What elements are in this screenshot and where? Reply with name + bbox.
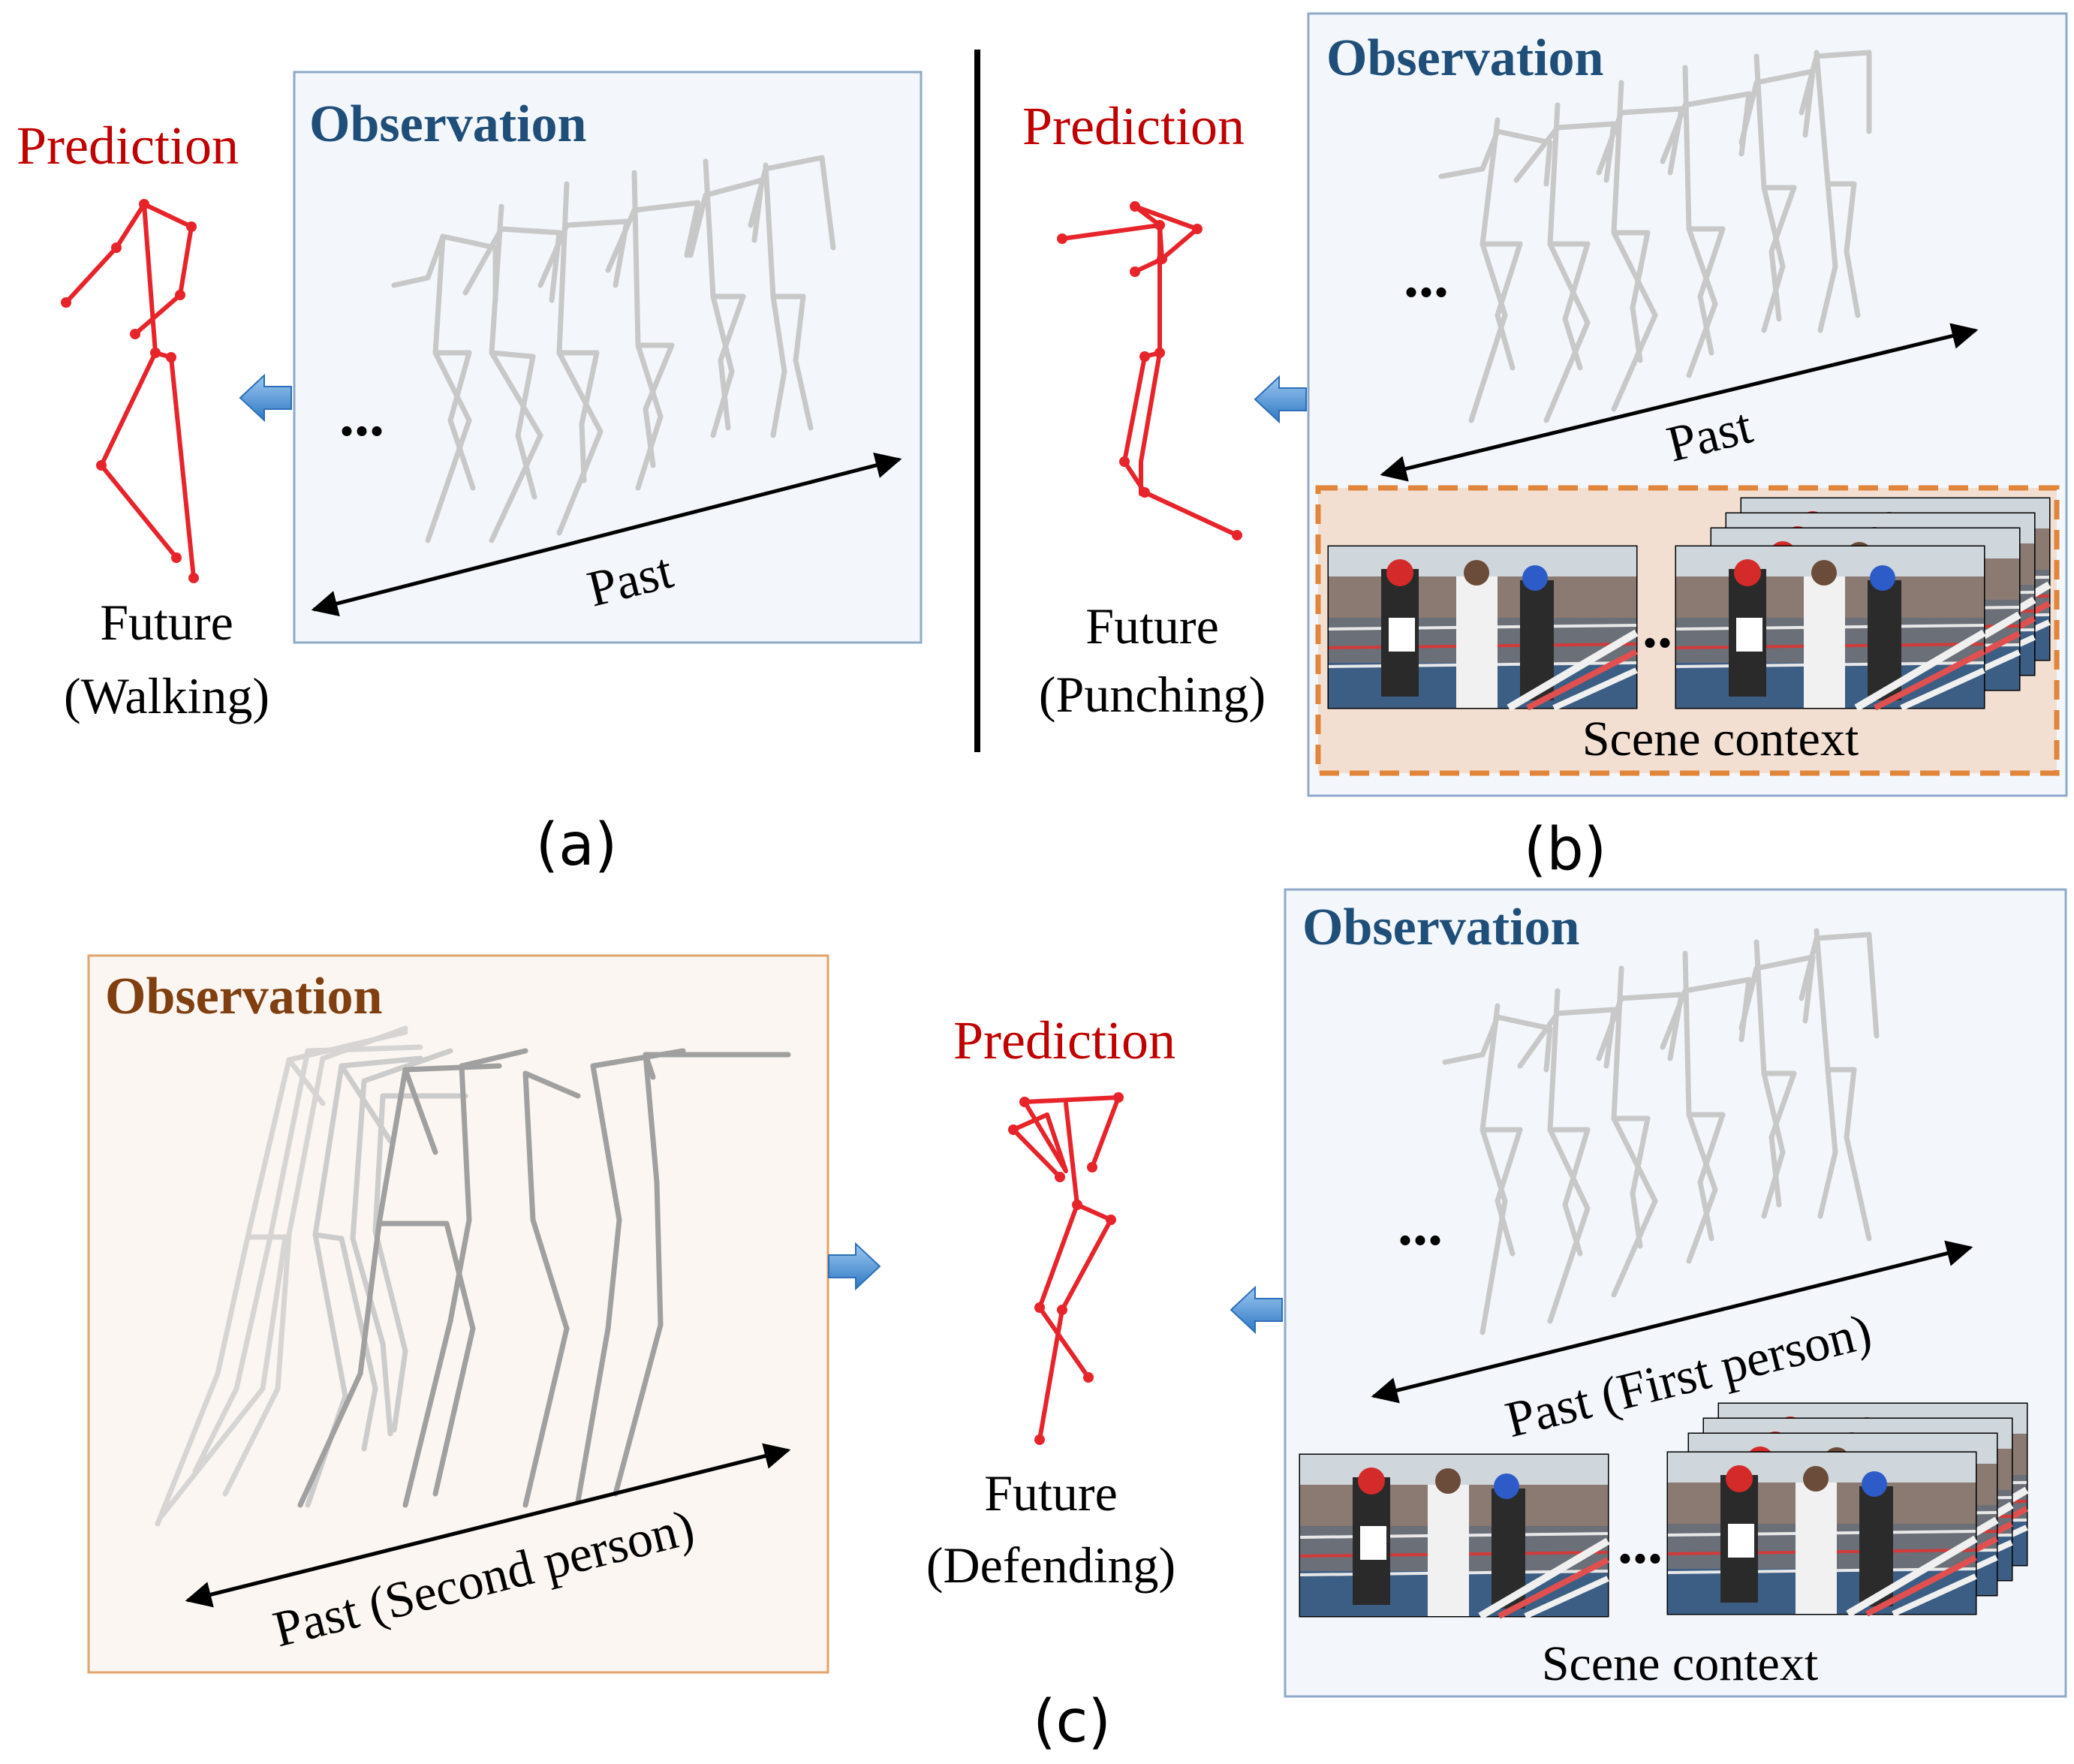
- ellipsis-a: ...: [339, 383, 384, 449]
- scene-context-label-c: Scene context: [1542, 1636, 1818, 1691]
- panel-b: Prediction Future (Punching): [1022, 12, 2068, 884]
- panel-label-c: (c): [1033, 1688, 1111, 1756]
- scene-frame-stack-b: [1676, 498, 2049, 708]
- observed-skeletons-c-first-person: [1442, 928, 1880, 1335]
- future-label-b: Future: [1085, 598, 1219, 655]
- past-arrow-b: [1380, 323, 1979, 482]
- prediction-label-c: Prediction: [953, 1010, 1175, 1070]
- prediction-label-a: Prediction: [17, 116, 239, 176]
- observed-skeletons-a: [391, 155, 836, 543]
- flow-arrow-c-left: [828, 1242, 881, 1291]
- scene-frame-b-1: [1329, 546, 1636, 708]
- future-label-a: Future: [100, 594, 233, 651]
- panel-label-a: (a): [536, 811, 618, 879]
- scene-frame-c-1: [1300, 1455, 1608, 1616]
- ellipsis-c: ...: [1398, 1192, 1443, 1258]
- observation-title-a: Observation: [309, 95, 586, 153]
- prediction-skeleton-b: [1057, 201, 1242, 540]
- past-arrow-c-second: [185, 1443, 791, 1608]
- ellipsis-b: ...: [1404, 244, 1449, 310]
- prediction-skeleton-a: [61, 199, 199, 583]
- prediction-label-b: Prediction: [1022, 96, 1245, 156]
- flow-arrow-c-right: [1230, 1285, 1283, 1335]
- frame-ellipsis-c: ...: [1618, 1510, 1663, 1576]
- future-action-b: (Punching): [1039, 666, 1266, 723]
- future-label-c: Future: [984, 1464, 1118, 1522]
- future-action-c: (Defending): [926, 1537, 1175, 1594]
- observed-skeletons-c-second-person: [155, 1025, 791, 1527]
- panel-a: Prediction Future (Walking) Observa: [17, 71, 923, 879]
- panel-c: Observation: [87, 888, 2067, 1756]
- observation-title-c-right: Observation: [1302, 899, 1579, 956]
- past-arrow-c-first: [1371, 1240, 1973, 1404]
- observation-title-b: Observation: [1326, 29, 1603, 87]
- flow-arrow-b: [1254, 375, 1307, 424]
- panel-label-b: (b): [1524, 816, 1606, 884]
- past-arrow-a: [311, 452, 902, 617]
- prediction-skeleton-c: [1008, 1092, 1124, 1445]
- future-action-a: (Walking): [64, 667, 269, 724]
- observation-title-c-left: Observation: [105, 968, 382, 1025]
- scene-context-label-b: Scene context: [1582, 712, 1859, 766]
- flow-arrow-a: [239, 373, 292, 423]
- scene-frame-stack-c: [1668, 1404, 2027, 1614]
